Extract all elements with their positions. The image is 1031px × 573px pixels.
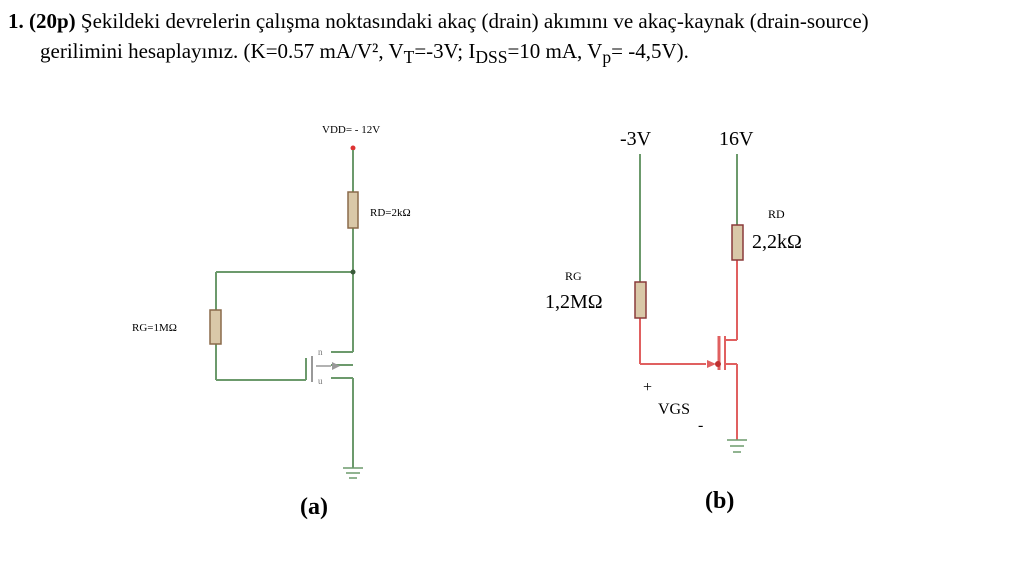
question-line-1: 1. (20p) Şekildeki devrelerin çalışma no… xyxy=(8,6,1023,36)
subscript-p: p xyxy=(602,47,612,68)
rd-label-a: RD=2kΩ xyxy=(370,207,411,219)
question-line2-mid1: =-3V; I xyxy=(414,39,476,63)
vgs-label: VGS xyxy=(658,401,690,418)
question-line2-start: gerilimini hesaplayınız. (K=0.57 mA/V², … xyxy=(40,39,404,63)
subscript-t: T xyxy=(403,47,415,68)
vd-label: 16V xyxy=(719,128,754,150)
rd-name-b: RD xyxy=(768,207,785,221)
rg-name-b: RG xyxy=(565,269,582,283)
question-line1-text: Şekildeki devrelerin çalışma noktasındak… xyxy=(80,9,869,33)
rd-resistor-a xyxy=(347,191,359,229)
mosfet-arrow xyxy=(332,362,340,370)
rd-resistor-b xyxy=(731,224,744,261)
jfet-arrow xyxy=(707,360,716,368)
question-line2-end: = -4,5V). xyxy=(611,39,689,63)
svg-text:n: n xyxy=(318,347,323,357)
drain-node xyxy=(350,269,356,275)
circuit-b-red-wires xyxy=(639,260,738,440)
circuit-b: -3V 16V RG 1,2MΩ RD 2,2kΩ + VGS - xyxy=(545,128,802,514)
rg-label-a: RG=1MΩ xyxy=(132,322,177,334)
vg-label: -3V xyxy=(620,128,652,150)
circuit-a-wires xyxy=(215,150,354,468)
circuit-b-green-wires xyxy=(639,154,738,282)
question-line-2: gerilimini hesaplayınız. (K=0.57 mA/V², … xyxy=(8,36,1023,72)
svg-text:u: u xyxy=(318,376,323,386)
vdd-terminal xyxy=(350,145,356,151)
question-line2-mid2: =10 mA, V xyxy=(507,39,603,63)
gate-node xyxy=(715,361,721,367)
rg-resistor-b xyxy=(634,281,647,319)
vgs-minus: - xyxy=(698,417,703,434)
caption-a: (a) xyxy=(300,494,328,520)
rg-resistor-a xyxy=(209,309,222,345)
subscript-dss: DSS xyxy=(475,47,508,68)
circuit-a: VDD= - 12V RD=2kΩ RG=1MΩ n u xyxy=(132,124,411,520)
rd-value-b: 2,2kΩ xyxy=(752,231,802,253)
ground-a xyxy=(343,467,363,479)
vdd-label: VDD= - 12V xyxy=(322,124,380,136)
caption-b: (b) xyxy=(705,488,734,514)
question-number: 1. xyxy=(8,9,24,33)
question-points: (20p) xyxy=(29,9,76,33)
vgs-plus: + xyxy=(643,379,652,396)
ground-b xyxy=(727,439,747,453)
mosfet-a: n u xyxy=(305,347,340,386)
question-text: 1. (20p) Şekildeki devrelerin çalışma no… xyxy=(8,6,1023,72)
rg-value-b: 1,2MΩ xyxy=(545,291,603,313)
